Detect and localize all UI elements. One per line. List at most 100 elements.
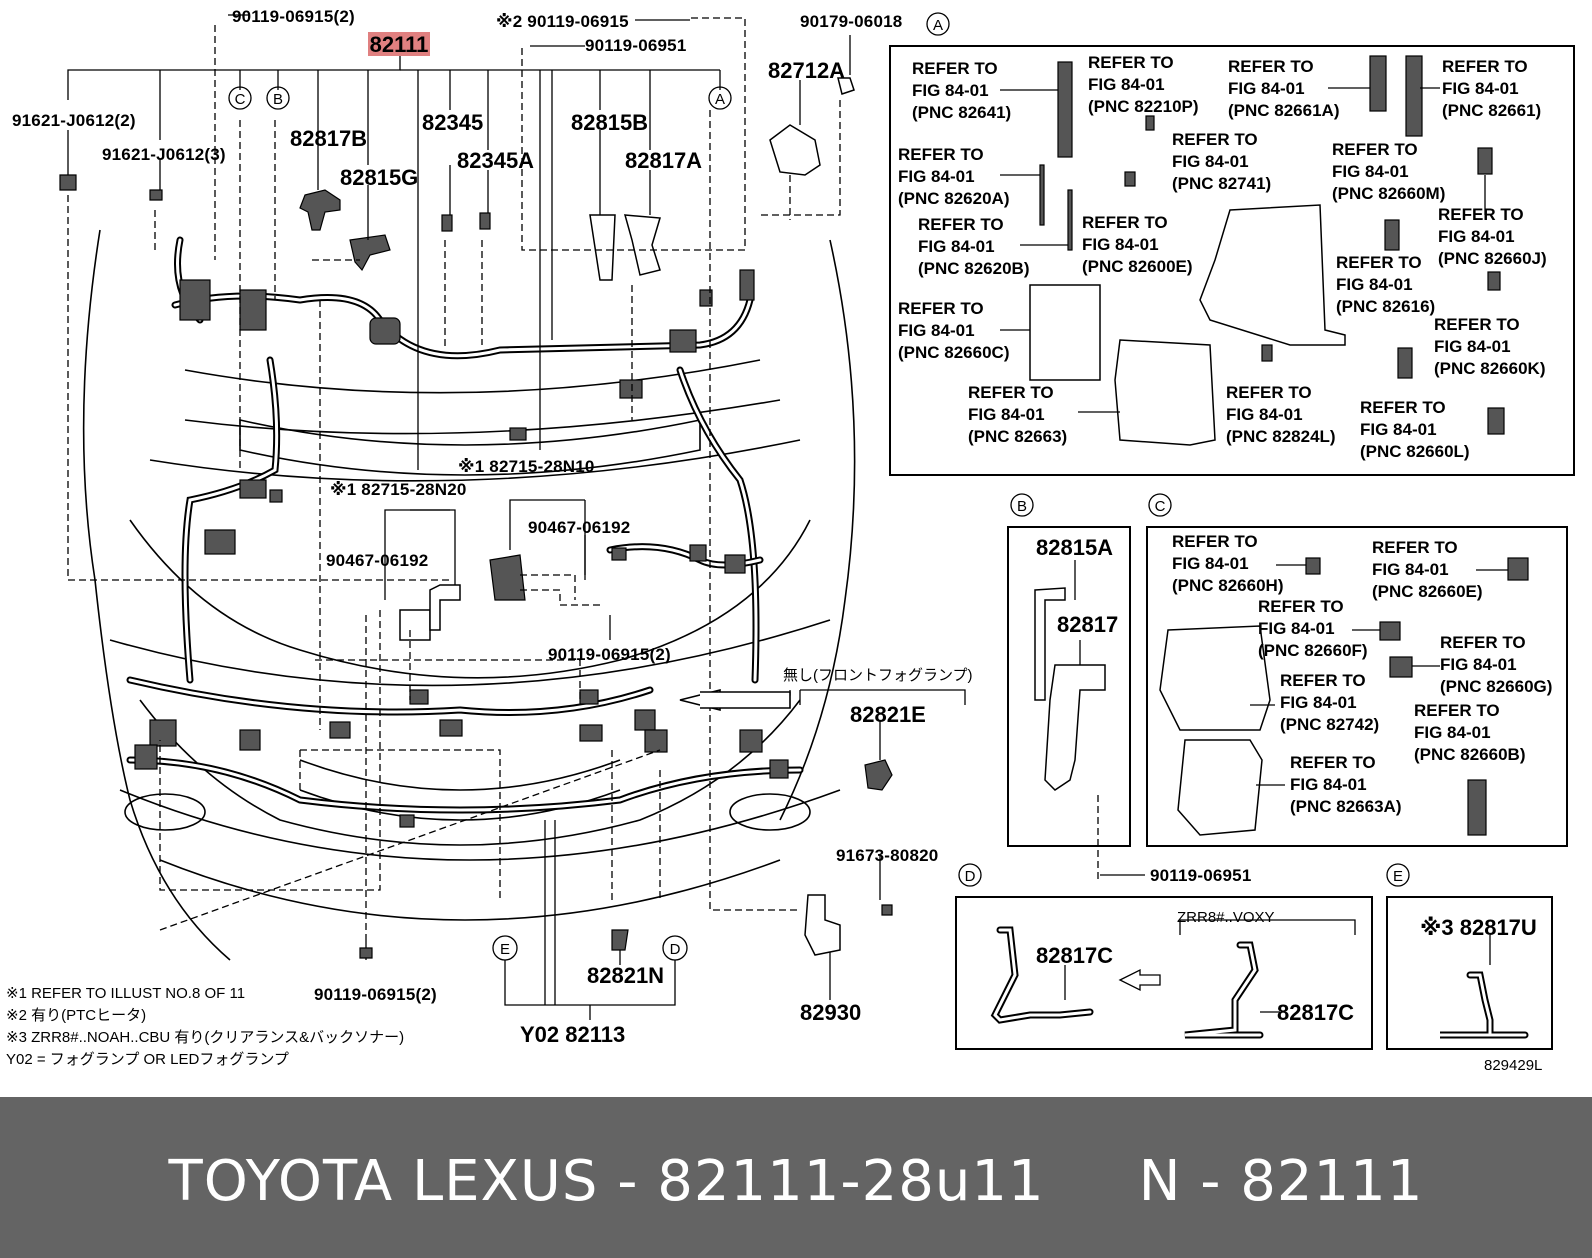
svg-text:(PNC 82660E): (PNC 82660E) xyxy=(1372,582,1483,601)
svg-text:FIG 84-01: FIG 84-01 xyxy=(1414,723,1491,742)
callout-d-main: D xyxy=(662,935,688,961)
bottom-parts xyxy=(359,759,893,959)
svg-text:A: A xyxy=(933,17,943,34)
footnote-2: ※2 有り(PTCヒータ) xyxy=(6,1007,146,1024)
label-90119-951-bot: 90119-06951 xyxy=(1150,866,1251,885)
label-bolt-951: 90119-06951 xyxy=(585,36,686,55)
label-y02: Y02 82113 xyxy=(520,1022,625,1047)
label-82821e: 82821E xyxy=(850,702,926,727)
ref-82660k: REFER TO FIG 84-01 (PNC 82660K) xyxy=(1434,315,1546,378)
callout-circles: A C B A E D B C xyxy=(228,12,1410,961)
svg-text:(PNC 82661A): (PNC 82661A) xyxy=(1228,101,1340,120)
ref-82660e: REFER TO FIG 84-01 (PNC 82660E) xyxy=(1372,538,1483,601)
label-82817: 82817 xyxy=(1057,612,1118,637)
label-82345: 82345 xyxy=(422,110,483,135)
label-91621b: 91621-J0612(3) xyxy=(102,145,226,164)
svg-text:D: D xyxy=(670,941,681,958)
car-body-outline xyxy=(82,229,856,961)
label-90119-bot: 90119-06915(2) xyxy=(314,985,437,1004)
svg-text:REFER TO: REFER TO xyxy=(912,59,998,78)
footnote-1: ※1 REFER TO ILLUST NO.8 OF 11 xyxy=(6,985,245,1002)
svg-text:FIG 84-01: FIG 84-01 xyxy=(1290,775,1367,794)
dashed-leaders xyxy=(67,17,1099,940)
svg-text:REFER TO: REFER TO xyxy=(1440,633,1526,652)
label-82930: 82930 xyxy=(800,1000,861,1025)
svg-text:B: B xyxy=(273,91,283,108)
label-90119-mid: 90119-06915(2) xyxy=(548,645,671,664)
label-bolt-top: 90119-06915(2) xyxy=(232,7,355,26)
svg-text:REFER TO: REFER TO xyxy=(1226,383,1312,402)
svg-text:REFER TO: REFER TO xyxy=(1172,130,1258,149)
svg-text:C: C xyxy=(1155,498,1166,515)
svg-text:REFER TO: REFER TO xyxy=(1290,753,1376,772)
svg-text:FIG 84-01: FIG 84-01 xyxy=(1258,619,1335,638)
svg-text:B: B xyxy=(1017,498,1027,515)
svg-text:FIG 84-01: FIG 84-01 xyxy=(1336,275,1413,294)
label-82712a: 82712A xyxy=(768,58,845,83)
ref-82741: REFER TO FIG 84-01 (PNC 82741) xyxy=(1172,130,1271,193)
svg-text:FIG 84-01: FIG 84-01 xyxy=(1372,560,1449,579)
svg-text:REFER TO: REFER TO xyxy=(1434,315,1520,334)
svg-text:REFER TO: REFER TO xyxy=(1336,253,1422,272)
svg-text:(PNC 82660K): (PNC 82660K) xyxy=(1434,359,1546,378)
svg-text:A: A xyxy=(715,91,725,108)
label-82817b: 82817B xyxy=(290,126,367,151)
label-82821n: 82821N xyxy=(587,963,664,988)
svg-text:(PNC 82660B): (PNC 82660B) xyxy=(1414,745,1526,764)
callout-e-panel: E xyxy=(1386,863,1410,887)
label-82817a: 82817A xyxy=(625,148,702,173)
svg-text:(PNC 82620B): (PNC 82620B) xyxy=(918,259,1030,278)
svg-text:FIG 84-01: FIG 84-01 xyxy=(1172,554,1249,573)
svg-text:(PNC 82660H): (PNC 82660H) xyxy=(1172,576,1284,595)
part-labels: 82111 90119-06915(2) ※2 90119-06915 9011… xyxy=(12,7,1542,1074)
svg-text:FIG 84-01: FIG 84-01 xyxy=(1082,235,1159,254)
callout-b-main: B xyxy=(266,86,290,110)
panel-a xyxy=(889,45,1575,476)
label-91621a: 91621-J0612(2) xyxy=(12,111,136,130)
svg-text:(PNC 82660M): (PNC 82660M) xyxy=(1332,184,1445,203)
svg-text:FIG 84-01: FIG 84-01 xyxy=(1360,420,1437,439)
svg-text:(PNC 82660L): (PNC 82660L) xyxy=(1360,442,1470,461)
label-nashi: 無し(フロントフォグランプ) xyxy=(783,667,973,684)
label-90179: 90179-06018 xyxy=(800,12,902,31)
svg-text:FIG 84-01: FIG 84-01 xyxy=(1088,75,1165,94)
svg-text:D: D xyxy=(965,868,976,885)
svg-text:REFER TO: REFER TO xyxy=(1088,53,1174,72)
svg-text:FIG 84-01: FIG 84-01 xyxy=(1172,152,1249,171)
svg-text:REFER TO: REFER TO xyxy=(968,383,1054,402)
svg-text:REFER TO: REFER TO xyxy=(1372,538,1458,557)
svg-text:FIG 84-01: FIG 84-01 xyxy=(898,321,975,340)
engine-room-harness xyxy=(126,236,804,828)
svg-text:(PNC 82616): (PNC 82616) xyxy=(1336,297,1435,316)
label-82715-n20: ※1 82715-28N20 xyxy=(330,480,467,499)
svg-text:FIG 84-01: FIG 84-01 xyxy=(1280,693,1357,712)
label-90467a: 90467-06192 xyxy=(326,551,428,570)
label-zrr8: ZRR8#..VOXY xyxy=(1177,909,1275,926)
callout-b-panel: B xyxy=(1010,493,1034,517)
panel-e xyxy=(1386,896,1553,1050)
part-title-banner: TOYOTA LEXUS - 82111-28u11 N - 82111 xyxy=(0,1097,1592,1258)
svg-text:(PNC 82741): (PNC 82741) xyxy=(1172,174,1271,193)
label-82815b: 82815B xyxy=(571,110,648,135)
svg-text:FIG 84-01: FIG 84-01 xyxy=(1434,337,1511,356)
label-82817c-b: 82817C xyxy=(1277,1000,1354,1025)
svg-text:REFER TO: REFER TO xyxy=(1332,140,1418,159)
label-bolt-note2: ※2 90119-06915 xyxy=(496,12,629,31)
footnote-y02: Y02 = フォグランプ OR LEDフォグランプ xyxy=(6,1051,289,1068)
svg-text:REFER TO: REFER TO xyxy=(1228,57,1314,76)
svg-text:FIG 84-01: FIG 84-01 xyxy=(1226,405,1303,424)
callout-e-main: E xyxy=(492,935,518,961)
